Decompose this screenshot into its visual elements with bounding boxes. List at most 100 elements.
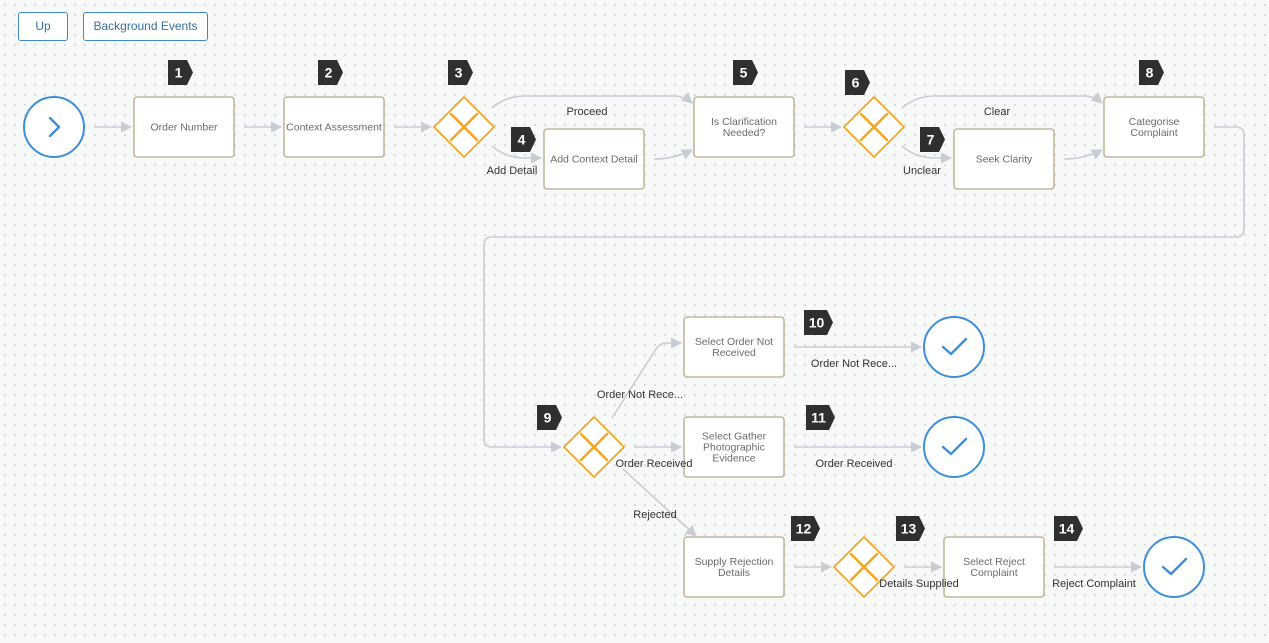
- edge-g3-n5[interactable]: [491, 92, 693, 109]
- edge-label-g9-n11: Order Received: [615, 458, 692, 470]
- checkmark-icon: [1161, 557, 1188, 576]
- step-badge-n1: 1: [168, 60, 193, 85]
- task-box[interactable]: [693, 96, 795, 158]
- edge-label-g3-n4: Add Detail: [487, 165, 538, 177]
- task-n1[interactable]: Order Number: [133, 96, 235, 158]
- task-box[interactable]: [683, 536, 785, 598]
- step-badge-n7: 7: [920, 127, 945, 152]
- checkmark-icon: [941, 337, 968, 356]
- start-event-circle[interactable]: [23, 96, 85, 158]
- task-label: Supply Rejection: [695, 556, 774, 568]
- edge-n4-n5[interactable]: [653, 149, 694, 160]
- task-label: Select Order Not: [695, 336, 773, 348]
- edge-g9-n10[interactable]: [611, 337, 683, 419]
- edge-n8-g9[interactable]: [483, 126, 1245, 453]
- task-label: Complaint: [970, 567, 1017, 579]
- up-button[interactable]: Up: [18, 12, 68, 41]
- task-label: Seek Clarity: [976, 154, 1033, 166]
- task-box[interactable]: [1103, 96, 1205, 158]
- background-events-button[interactable]: Background Events: [83, 12, 208, 41]
- end-event-circle[interactable]: [923, 416, 985, 478]
- edge-label-g6-n8: Clear: [984, 106, 1011, 118]
- badge-shape: [791, 516, 820, 541]
- step-badge-g9: 9: [537, 405, 562, 430]
- badge-shape: [920, 127, 945, 152]
- task-n7[interactable]: Seek Clarity: [953, 128, 1055, 190]
- task-box[interactable]: [683, 316, 785, 378]
- task-label: Received: [712, 347, 756, 359]
- edge-g9-n12[interactable]: [622, 468, 697, 537]
- badge-shape: [1054, 516, 1083, 541]
- end-e14[interactable]: [1143, 536, 1205, 598]
- badge-shape: [511, 127, 536, 152]
- step-badge-n8: 8: [1139, 60, 1164, 85]
- badge-number: 1: [175, 65, 183, 81]
- step-badge-g3: 3: [448, 60, 473, 85]
- checkmark-icon: [941, 437, 968, 456]
- task-box[interactable]: [133, 96, 235, 158]
- badge-shape: [733, 60, 758, 85]
- badge-number: 11: [811, 410, 826, 426]
- task-label: Select Gather: [702, 431, 767, 443]
- task-n4[interactable]: Add Context Detail: [543, 128, 645, 190]
- badge-shape: [806, 405, 835, 430]
- task-box[interactable]: [283, 96, 385, 158]
- task-box[interactable]: [543, 128, 645, 190]
- task-label: Context Assessment: [286, 122, 382, 134]
- edge-g3-n4[interactable]: [491, 145, 543, 164]
- end-e10[interactable]: [923, 316, 985, 378]
- start-start[interactable]: [23, 96, 85, 158]
- task-box[interactable]: [953, 128, 1055, 190]
- edge-label-g3-n5: Proceed: [567, 106, 608, 118]
- task-n2[interactable]: Context Assessment: [283, 96, 385, 158]
- edge-g6-n7[interactable]: [901, 145, 953, 164]
- end-e11[interactable]: [923, 416, 985, 478]
- end-event-circle[interactable]: [923, 316, 985, 378]
- edge-label-n11-e11: Order Received: [815, 458, 892, 470]
- gateway-g9[interactable]: [562, 415, 626, 479]
- gateway-g6[interactable]: [842, 95, 906, 159]
- badge-shape: [537, 405, 562, 430]
- exclusive-x-icon: [849, 552, 879, 582]
- step-badge-g13: 13: [896, 516, 925, 541]
- badge-number: 14: [1059, 521, 1075, 537]
- badge-shape: [168, 60, 193, 85]
- badge-shape: [804, 310, 833, 335]
- badge-shape: [896, 516, 925, 541]
- edge-g6-n8[interactable]: [901, 92, 1103, 109]
- exclusive-x-icon: [449, 112, 479, 142]
- edge-label-n10-e10: Order Not Rece...: [811, 358, 897, 370]
- task-label: Add Context Detail: [550, 154, 638, 166]
- edge-label-g9-n10: Order Not Rece...: [597, 389, 683, 401]
- task-label: Evidence: [712, 453, 755, 465]
- edge-label-n14-e14: Reject Complaint: [1052, 578, 1136, 590]
- exclusive-x-icon: [859, 112, 889, 142]
- badge-number: 8: [1146, 65, 1154, 81]
- task-box[interactable]: [683, 416, 785, 478]
- task-label: Categorise: [1129, 116, 1180, 128]
- step-badge-n2: 2: [318, 60, 343, 85]
- badge-number: 6: [852, 75, 860, 91]
- task-box[interactable]: [943, 536, 1045, 598]
- badge-shape: [845, 70, 870, 95]
- badge-number: 13: [901, 521, 917, 537]
- gateway-g3[interactable]: [432, 95, 496, 159]
- badge-shape: [448, 60, 473, 85]
- step-badge-n4: 4: [511, 127, 536, 152]
- end-event-circle[interactable]: [1143, 536, 1205, 598]
- exclusive-x-icon: [579, 432, 609, 462]
- gateway-g13[interactable]: [832, 535, 896, 599]
- edge-n7-n8[interactable]: [1063, 149, 1104, 160]
- task-label: Needed?: [723, 127, 766, 139]
- task-label: Order Number: [150, 122, 218, 134]
- edge-label-g9-n12: Rejected: [633, 509, 676, 521]
- badge-number: 2: [325, 65, 333, 81]
- badge-number: 12: [796, 521, 812, 537]
